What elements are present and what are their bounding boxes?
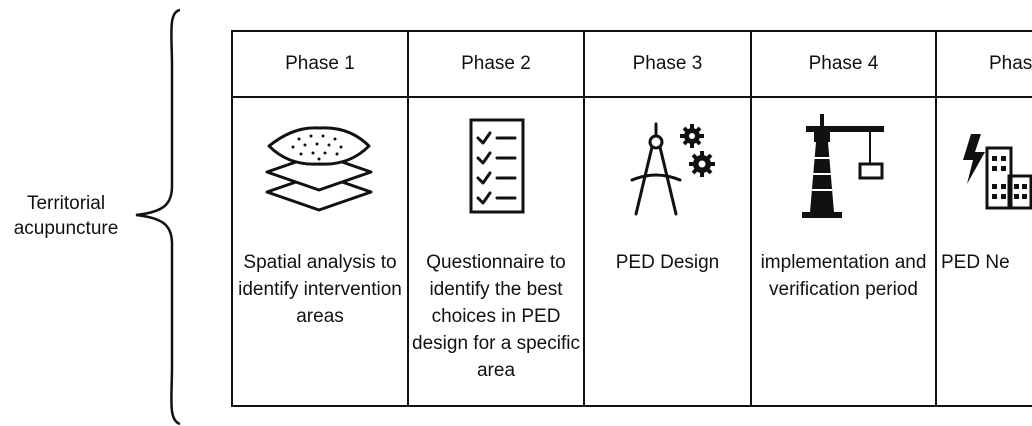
phase-column-3: Phase 3 — [585, 32, 752, 405]
phase-description: Spatial analysis to identify interventio… — [238, 252, 402, 327]
checklist-icon — [469, 118, 525, 214]
phase-column-2: Phase 2 Questionnaire to identify the be… — [409, 32, 585, 405]
phase-description: Questionnaire to identify the best choic… — [412, 252, 580, 381]
phases-table: Phase 1 Spatial analysis to identify int… — [231, 30, 1032, 407]
phase-description: PED Design — [615, 252, 720, 273]
curly-brace-icon — [135, 8, 181, 426]
phase-title: Phase 2 — [409, 32, 583, 98]
phase-column-1: Phase 1 Spatial analysis to identify int… — [233, 32, 409, 405]
phase-description: implementation and verification period — [760, 252, 927, 300]
phase-title: Phas — [937, 32, 1032, 98]
phase-description: PED Ne — [941, 252, 1010, 273]
side-label: Territorial acupuncture — [13, 193, 119, 239]
phase-column-4: Phase 4 implementation and verification … — [752, 32, 937, 405]
compass-gears-icon — [630, 122, 715, 216]
phase-title: Phase 1 — [233, 32, 407, 98]
phase-title: Phase 4 — [752, 32, 935, 98]
city-energy-icon — [963, 134, 1032, 210]
tower-crane-icon — [802, 114, 884, 218]
phase-column-5: Phas PED Ne — [937, 32, 1032, 405]
stacked-layers-icon — [265, 126, 373, 212]
phase-title: Phase 3 — [585, 32, 750, 98]
